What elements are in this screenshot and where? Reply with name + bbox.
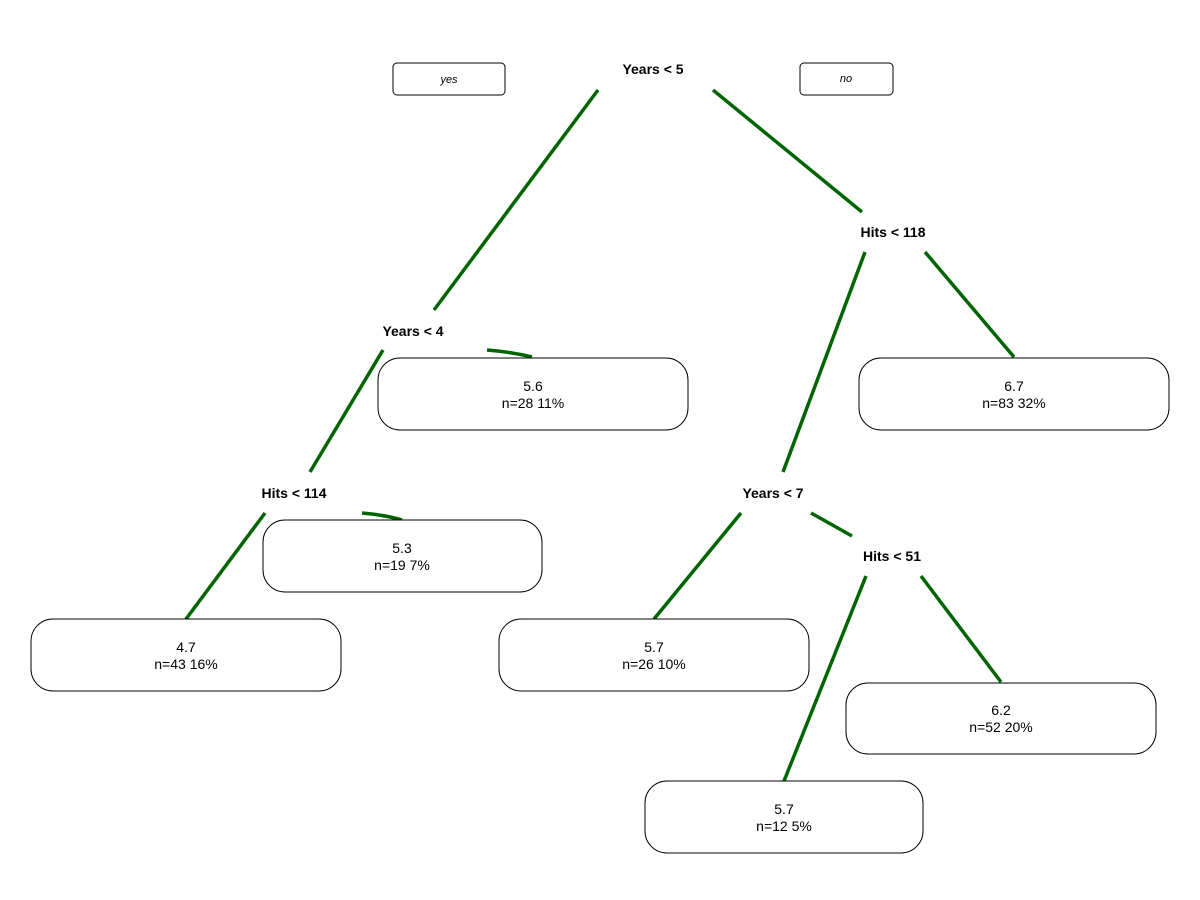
leaf-stats: n=83 32% bbox=[982, 395, 1045, 411]
branch-root-no bbox=[711, 88, 864, 214]
branch-years4-no bbox=[486, 348, 533, 359]
leaf-node: 6.2 n=52 20% bbox=[845, 682, 1157, 755]
yes-direction-box: yes bbox=[392, 62, 506, 96]
leaf-node: 5.7 n=12 5% bbox=[644, 780, 924, 854]
branch-hits118-no bbox=[923, 250, 1016, 359]
branch-hits51-no bbox=[919, 574, 1003, 684]
leaf-value: 5.7 bbox=[644, 639, 664, 655]
leaf-stats: n=19 7% bbox=[374, 557, 430, 573]
branch-years7-yes bbox=[652, 511, 743, 621]
branch-hits114-no bbox=[361, 511, 403, 522]
leaf-stats: n=28 11% bbox=[502, 395, 564, 411]
no-direction-box: no bbox=[799, 62, 894, 96]
branch-years7-no bbox=[810, 511, 853, 538]
leaf-node: 5.3 n=19 7% bbox=[262, 519, 543, 593]
leaf-value: 5.3 bbox=[392, 540, 412, 556]
yes-label: yes bbox=[439, 74, 458, 86]
leaf-value: 6.2 bbox=[991, 702, 1011, 718]
branch-hits114-yes bbox=[184, 511, 267, 621]
split-label-years-4: Years < 4 bbox=[382, 323, 443, 339]
split-label-years-7: Years < 7 bbox=[742, 485, 803, 501]
no-label: no bbox=[840, 73, 852, 85]
leaf-value: 5.6 bbox=[523, 378, 543, 394]
branch-hits118-yes bbox=[781, 251, 867, 473]
split-label-root: Years < 5 bbox=[622, 61, 683, 77]
leaf-value: 4.7 bbox=[176, 639, 196, 655]
split-label-hits-118: Hits < 118 bbox=[861, 224, 926, 240]
branch-hits51-yes bbox=[782, 575, 868, 782]
split-label-hits-114: Hits < 114 bbox=[262, 485, 327, 501]
branch-root-yes bbox=[432, 88, 600, 312]
tree-branches bbox=[184, 88, 1016, 782]
branch-years4-yes bbox=[308, 349, 385, 473]
leaf-value: 6.7 bbox=[1004, 378, 1024, 394]
leaf-node: 5.6 n=28 11% bbox=[377, 357, 689, 431]
split-label-hits-51: Hits < 51 bbox=[863, 548, 921, 564]
leaf-node: 6.7 n=83 32% bbox=[858, 357, 1170, 431]
leaf-node: 5.7 n=26 10% bbox=[498, 618, 810, 692]
leaf-stats: n=43 16% bbox=[154, 656, 217, 672]
leaf-node: 4.7 n=43 16% bbox=[30, 618, 342, 692]
leaf-stats: n=26 10% bbox=[622, 656, 685, 672]
leaf-stats: n=52 20% bbox=[969, 719, 1032, 735]
leaf-stats: n=12 5% bbox=[756, 818, 812, 834]
leaf-value: 5.7 bbox=[774, 801, 794, 817]
